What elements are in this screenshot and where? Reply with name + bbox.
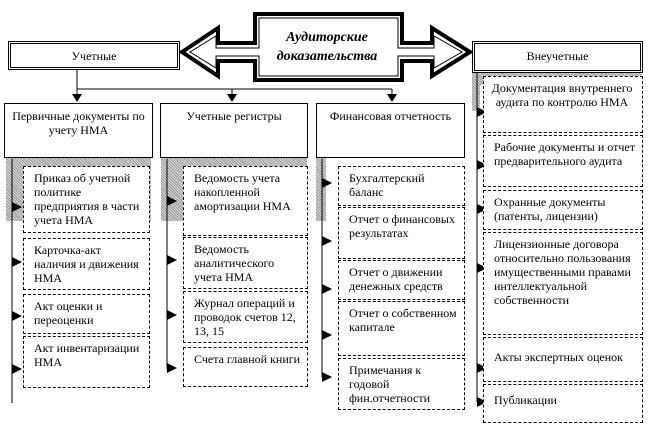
arrow-down-icon [387,94,397,102]
item-text: Журнал операций и проводок счетов 12, 13… [194,296,296,338]
item-text: Отчет о финансовых результатах [349,212,455,240]
arrow-right-icon [477,263,487,273]
arrow-right-icon [322,330,332,340]
item-text: Приказ об учетной политике предприятия в… [34,171,140,227]
group-accounting: Учетные [8,41,180,70]
arrow-right-icon [167,310,177,320]
title-line-1: Аудиторские [286,30,368,45]
list-item: Отчет о движении денежных средств [338,260,465,300]
item-text: Акт оценки и переоценки [34,299,103,327]
item-text: Охранные документы (патенты, лицензии) [494,195,606,223]
item-text: Счета главной книги [194,352,301,366]
arrow-right-icon [167,363,177,373]
item-text: Документация внутреннего аудита по контр… [491,81,633,109]
arrow-right-icon [477,204,487,214]
item-text: Ведомость учета накопленной амортизации … [194,171,291,213]
item-text: Акты экспертных оценок [494,350,623,364]
column-header-registers: Учетные регистры [160,103,308,158]
arrow-right-icon [12,257,22,267]
item-text: Рабочие документы и отчет предварительно… [494,140,635,168]
title-line-2: доказательства [276,49,378,64]
group-non-accounting-label: Внеучетные [526,49,589,63]
item-text: Бухгалтерский баланс [349,171,425,199]
list-item: Бухгалтерский баланс [338,166,465,206]
list-item: Акт инвентаризации НМА [23,336,150,388]
list-item: Лицензионные договора относительно польз… [483,232,643,335]
arrow-right-icon [12,202,22,212]
list-item: Приказ об учетной политике предприятия в… [23,166,150,233]
arrow-down-icon [227,94,237,102]
list-item: Ведомость аналитического учета НМА [183,237,308,289]
arrow-right-icon [322,178,332,188]
arrow-right-icon [477,363,487,373]
item-text: Публикации [494,393,557,407]
list-item: Счета главной книги [183,347,308,387]
item-text: Карточка-акт наличия и движения НМА [34,243,139,285]
arrow-right-icon [322,372,332,382]
column-header-label: Финансовая отчетность [329,109,452,123]
list-item: Акт оценки и переоценки [23,294,150,334]
arrow-down-icon [72,94,82,102]
list-item: Журнал операций и проводок счетов 12, 13… [183,291,308,343]
column-header-primary-docs: Первичные документы по учету НМА [4,103,153,158]
list-item: Отчет о финансовых результатах [338,207,465,259]
arrow-right-icon [12,364,22,374]
group-non-accounting: Внеучетные [472,41,643,73]
arrow-right-icon [477,397,487,407]
item-text: Лицензионные договора относительно польз… [494,237,631,307]
item-text: Примечания к годовой фин.отчетности [349,363,431,405]
shadow-right [316,158,326,221]
list-item: Акты экспертных оценок [483,337,643,382]
list-item: Охранные документы (патенты, лицензии) [483,190,643,230]
list-item: Ведомость учета накопленной амортизации … [183,166,308,236]
column-header-label: Первичные документы по учету НМА [12,109,145,137]
arrow-right-icon [12,311,22,321]
arrow-right-icon [477,160,487,170]
group-accounting-label: Учетные [71,49,117,63]
list-item: Примечания к годовой фин.отчетности [338,358,465,410]
double-arrow-shape [178,12,474,82]
diagram-title: Аудиторские доказательства [264,28,390,66]
arrow-right-icon [477,107,487,117]
list-item: Публикации [483,384,643,423]
list-item: Документация внутреннего аудита по контр… [483,76,643,133]
list-item: Карточка-акт наличия и движения НМА [23,238,150,290]
arrow-right-icon [167,196,177,206]
list-item: Рабочие документы и отчет предварительно… [483,135,643,187]
item-text: Ведомость аналитического учета НМА [194,242,275,284]
item-text: Отчет о движении денежных средств [349,265,443,293]
arrow-right-icon [322,284,332,294]
column-header-financial-statements: Финансовая отчетность [316,103,465,158]
item-text: Акт инвентаризации НМА [34,341,140,369]
arrow-right-icon [167,255,177,265]
arrow-right-icon [322,236,332,246]
item-text: Отчет о собственном капитале [349,306,457,334]
shadow-extra-side [472,73,480,111]
list-item: Отчет о собственном капитале [338,301,465,356]
arrowheads [12,94,487,407]
column-header-label: Учетные регистры [186,109,282,123]
